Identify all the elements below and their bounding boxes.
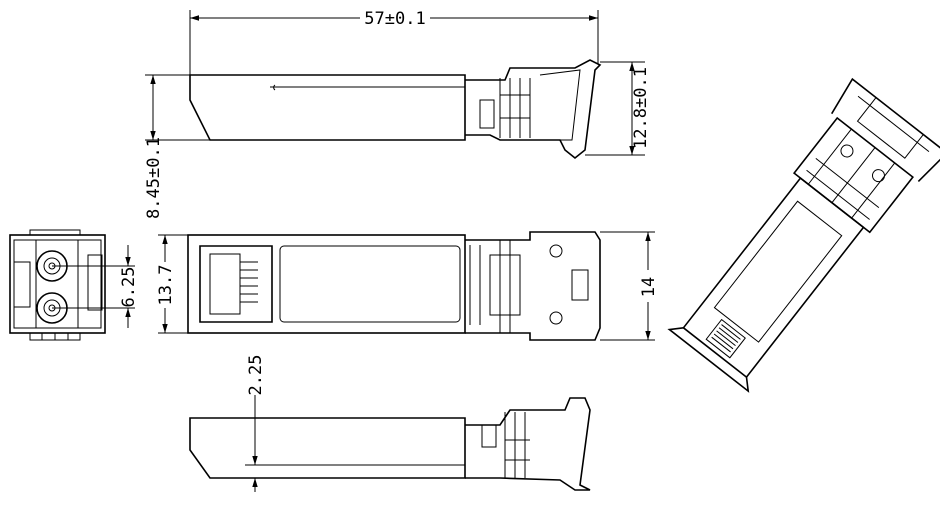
side-view-bottom — [189, 397, 591, 491]
plan-view — [187, 231, 601, 341]
dimension-label-offset: 2.25 — [246, 355, 266, 396]
dimension-length: 57±0.1 — [189, 9, 599, 75]
dimension-body-height: 8.45±0.1 — [144, 74, 210, 219]
dimension-label-latch-height: 12.8±0.1 — [631, 67, 651, 149]
isometric-view — [667, 77, 940, 393]
dimension-label-body-height: 8.45±0.1 — [144, 137, 164, 219]
dimension-port-pitch: 6.25 — [52, 245, 139, 328]
dimension-label-port-pitch: 6.25 — [119, 267, 139, 308]
side-view-top — [189, 59, 602, 160]
dimension-label-latch-width: 14 — [639, 277, 659, 297]
dimension-label-length: 57±0.1 — [364, 9, 425, 29]
dimension-label-body-width: 13.7 — [156, 265, 176, 306]
end-view — [9, 229, 106, 341]
dimension-body-width: 13.7 — [156, 234, 188, 334]
dimension-offset: 2.25 — [245, 355, 270, 492]
dimension-latch-width: 14 — [600, 231, 659, 341]
dimension-latch-height: 12.8±0.1 — [585, 61, 651, 156]
